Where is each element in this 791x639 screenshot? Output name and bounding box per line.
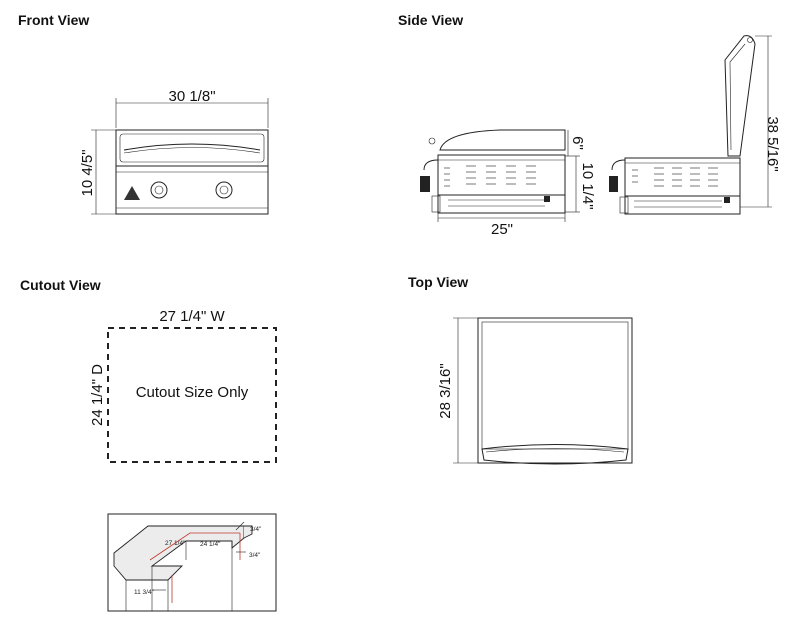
detail-width-label: 27 1/4" [165, 540, 186, 547]
cutout-view: 27 1/4" W 24 1/4" D Cutout Size Only [89, 308, 277, 463]
cutout-width-label: 27 1/4" W [159, 308, 225, 325]
knob-icon [215, 181, 233, 199]
side-depth-label: 25" [491, 221, 513, 238]
front-view: 30 1/8" 10 4/5" [79, 88, 269, 215]
cutout-detail: 27 1/4" 24 1/4" 3/4" 3/4" 11 3/4" [107, 513, 277, 612]
side-view-open: 38 5/16" [609, 35, 781, 215]
front-width-label: 30 1/8" [168, 88, 215, 105]
detail-depth-label: 24 1/4" [200, 541, 221, 548]
top-view: 28 3/16" [437, 317, 633, 465]
side-lid-height-label: 6" [569, 136, 586, 150]
detail-height-label: 11 3/4" [134, 589, 155, 596]
knob-icon [150, 181, 168, 199]
detail-lip-side-label: 3/4" [249, 552, 261, 559]
front-height-label: 10 4/5" [79, 149, 96, 196]
cutout-size-label: Cutout Size Only [136, 384, 249, 401]
detail-lip-top-label: 3/4" [250, 526, 262, 533]
cutout-view-heading: Cutout View [20, 277, 101, 293]
front-view-heading: Front View [18, 12, 89, 28]
brand-logo-icon [124, 186, 140, 200]
side-body-height-label: 10 1/4" [579, 162, 596, 209]
side-view-heading: Side View [398, 12, 463, 28]
side-open-height-label: 38 5/16" [764, 116, 781, 171]
top-view-heading: Top View [408, 274, 468, 290]
top-depth-label: 28 3/16" [437, 363, 454, 418]
cutout-depth-label: 24 1/4" D [89, 364, 106, 426]
side-view-closed: 6" 10 1/4" 25" [420, 129, 596, 238]
